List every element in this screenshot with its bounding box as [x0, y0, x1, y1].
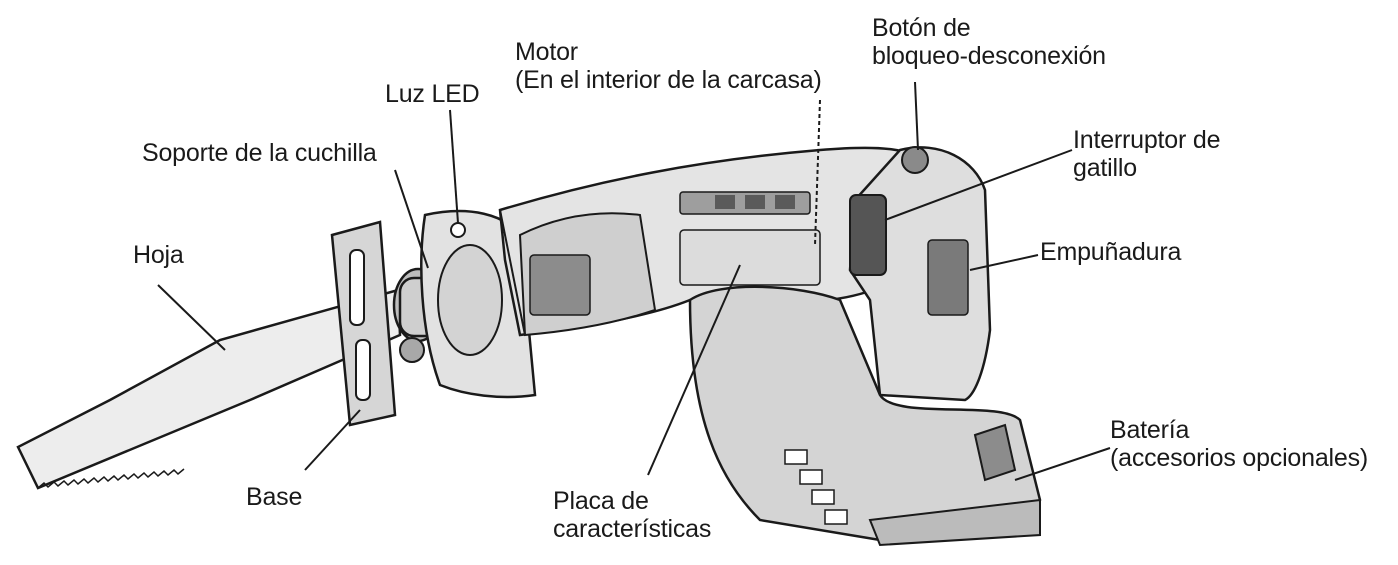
lower-body-battery	[688, 285, 1042, 547]
label-interruptor-gatillo: Interruptor de gatillo	[1073, 126, 1221, 182]
label-empunadura: Empuñadura	[1040, 238, 1182, 266]
label-soporte-cuchilla: Soporte de la cuchilla	[142, 139, 377, 167]
leader-hoja	[157, 284, 226, 351]
leader-base	[304, 409, 361, 471]
leader-interruptor	[884, 149, 1073, 221]
leader-soporte-cuchilla	[394, 169, 429, 269]
rear-handle	[848, 146, 992, 402]
leader-motor	[814, 99, 821, 246]
label-base: Base	[246, 483, 303, 511]
label-luz-led: Luz LED	[385, 80, 480, 108]
shoe-base	[330, 220, 397, 427]
leader-luz-led	[449, 109, 459, 224]
label-bateria: Batería (accesorios opcionales)	[1110, 416, 1369, 472]
label-placa-caracteristicas: Placa de características	[553, 487, 712, 543]
leader-empunadura	[969, 254, 1039, 271]
main-housing	[498, 146, 932, 337]
leader-lines	[157, 81, 1111, 481]
leader-placa	[647, 264, 741, 476]
label-hoja: Hoja	[133, 241, 184, 269]
label-boton-bloqueo: Botón de bloqueo-desconexión	[872, 14, 1106, 70]
leader-bateria	[1014, 447, 1111, 481]
leader-boton	[914, 81, 919, 151]
label-motor: Motor (En el interior de la carcasa)	[515, 38, 822, 94]
